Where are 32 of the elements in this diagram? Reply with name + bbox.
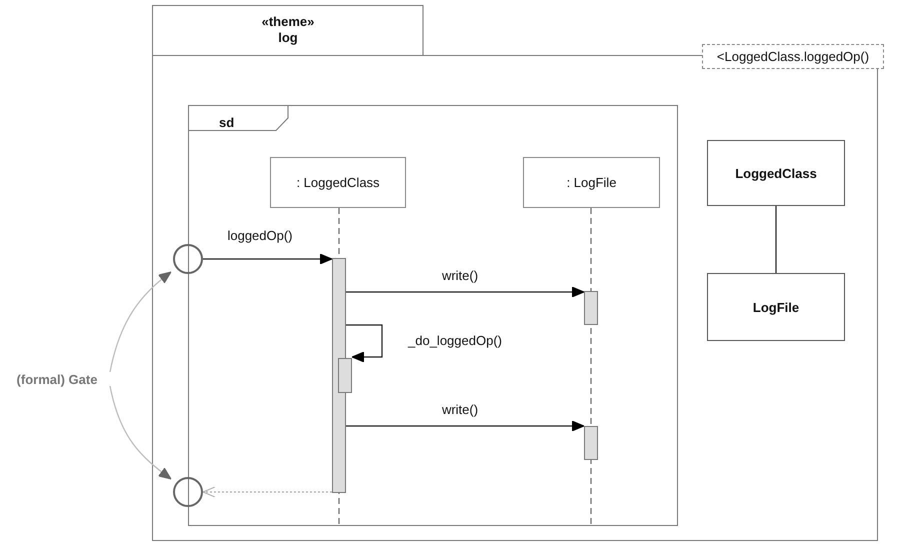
frame-label: sd [219,115,234,130]
message-arrow [202,486,332,498]
message-arrow [346,324,383,362]
package-frame [152,5,878,541]
message-arrow [346,420,584,432]
lifeline-name: : LoggedClass [296,175,380,190]
message-arrow [203,254,332,264]
class-box [707,273,845,341]
package-name: «theme» log [260,14,316,46]
class-box [707,140,845,206]
leader-arrow [109,272,172,372]
message-arrow [346,286,584,298]
lifeline-name: : LogFile [566,175,616,190]
annotation-text: (formal) Gate [16,372,98,386]
message-label: _do_loggedOp() [406,333,504,348]
gate-circle [173,477,203,507]
lifeline-head [523,157,660,208]
message-label: write() [440,268,480,283]
activation-bar [332,258,346,493]
association-line [775,206,777,273]
sequence-frame [188,105,678,526]
class-name: LoggedClass [735,166,817,180]
template-parameter: <LoggedClass.loggedOp() [716,49,870,64]
lifeline-head [270,157,406,208]
message-label: write() [440,402,480,417]
class-name: LogFile [752,300,800,314]
activation-bar [584,291,598,325]
message-label: loggedOp() [225,228,295,243]
activation-bar [338,358,352,393]
activation-bar [584,426,598,460]
leader-arrow [109,386,172,480]
gate-circle [173,244,203,274]
